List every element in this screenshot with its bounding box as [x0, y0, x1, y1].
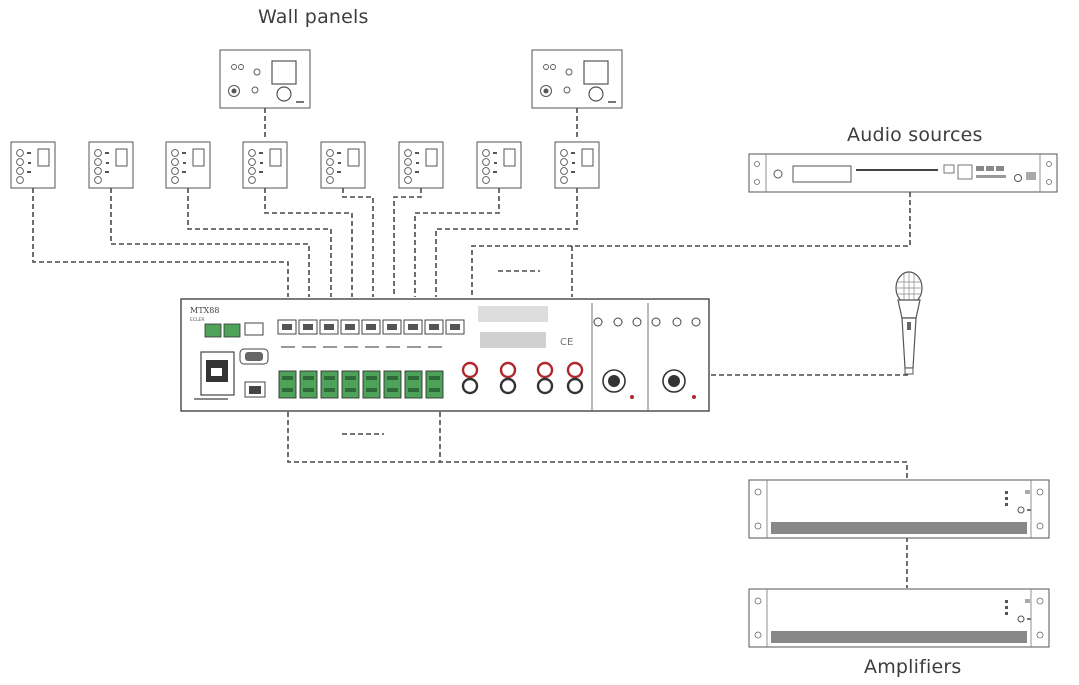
wall-panel-compact-icon [476, 141, 522, 189]
amplifiers-label: Amplifiers [864, 656, 962, 678]
wall-panel-compact-icon [242, 141, 288, 189]
wall-panel-compact-icon [554, 141, 600, 189]
link-sp2-matrix [110, 188, 310, 297]
matrix-brand-sub: ECLER [190, 317, 204, 323]
wall-panels-label: Wall panels [258, 6, 369, 28]
link-source-matrix [471, 192, 911, 297]
wall-panel-compact-icon [88, 141, 134, 189]
link-sp4-matrix [264, 188, 353, 297]
audio-matrix-rear-panel-icon: MTX88 ECLER [180, 298, 710, 412]
link-sp3-matrix [187, 188, 332, 297]
link-sp7-matrix [414, 188, 500, 297]
handheld-microphone-icon [895, 271, 923, 375]
svg-text:CE: CE [560, 337, 573, 348]
wall-panel-with-display-icon [219, 49, 311, 109]
rack-amplifier-icon [748, 479, 1050, 539]
link-sp5-matrix [342, 188, 374, 297]
wall-panel-compact-icon [10, 141, 56, 189]
wall-panel-compact-icon [165, 141, 211, 189]
link-sp8-matrix [435, 188, 578, 297]
audio-sources-label: Audio sources [847, 124, 983, 146]
wall-panel-with-display-icon [531, 49, 623, 109]
wall-panel-compact-icon [320, 141, 366, 189]
link-sp6-matrix [393, 188, 422, 297]
connection-lines [32, 108, 911, 588]
rack-cd-player-icon [748, 153, 1058, 193]
link-sp1-matrix [32, 188, 289, 297]
rack-amplifier-icon [748, 588, 1050, 648]
wall-panel-compact-icon [398, 141, 444, 189]
matrix-brand: MTX88 [190, 306, 219, 315]
link-matrix-amp1 [287, 412, 908, 478]
